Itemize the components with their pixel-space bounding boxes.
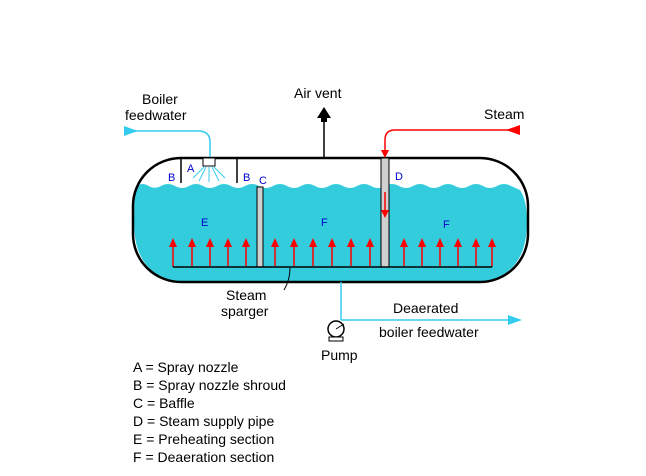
legend-item-c: C = Baffle [133, 395, 195, 411]
water-body [134, 184, 527, 282]
boiler-feedwater-label-line1: Boiler [142, 91, 178, 107]
letter-c: C [259, 175, 267, 187]
legend-item-a: A = Spray nozzle [133, 359, 239, 375]
deaerated-label-line2: boiler feedwater [379, 324, 479, 340]
legend-item-f: F = Deaeration section [133, 449, 274, 465]
steam-arrow [290, 238, 298, 266]
steam-arrow [309, 238, 317, 266]
deaerator-vessel [131, 156, 530, 284]
letter-e: E [201, 217, 208, 229]
outlet-pipe [340, 282, 522, 325]
air-vent [317, 107, 331, 158]
steam-arrow [454, 238, 462, 266]
legend: A = Spray nozzle B = Spray nozzle shroud… [133, 359, 286, 465]
letter-f-right: F [443, 219, 450, 231]
steam-arrow [488, 238, 496, 266]
steam-arrow [224, 238, 232, 266]
steam-arrow [242, 238, 250, 266]
steam-sparger-label-line2: sparger [221, 303, 269, 319]
legend-item-b: B = Spray nozzle shroud [133, 377, 286, 393]
spray-nozzle [192, 157, 226, 182]
steam-arrow [472, 238, 480, 266]
legend-item-d: D = Steam supply pipe [133, 413, 274, 429]
steam-arrow [347, 238, 355, 266]
baffle [256, 186, 264, 268]
boiler-feedwater-label-line2: feedwater [125, 107, 187, 123]
steam-arrow [436, 238, 444, 266]
pump [327, 320, 345, 342]
steam-arrow [188, 238, 196, 266]
steam-supply-flow-arrow [381, 210, 389, 218]
letter-a: A [187, 163, 195, 175]
steam-arrow [328, 238, 336, 266]
steam-arrow [271, 238, 279, 266]
letter-b-right: B [243, 172, 250, 184]
feedwater-inlet-pipe [124, 126, 211, 157]
steam-arrow [418, 238, 426, 266]
steam-arrows [169, 238, 496, 266]
letter-d: D [395, 171, 403, 183]
sparger-leader-line [283, 267, 291, 291]
deaerated-label-line1: Deaerated [393, 300, 458, 316]
air-vent-label: Air vent [294, 85, 342, 101]
steam-inlet-pipe [381, 125, 520, 158]
steam-arrow [206, 238, 214, 266]
letter-f-middle: F [321, 217, 328, 229]
steam-label: Steam [484, 106, 524, 122]
steam-arrow [169, 238, 177, 266]
legend-item-e: E = Preheating section [133, 431, 274, 447]
steam-sparger-label-line1: Steam [226, 287, 266, 303]
pump-label: Pump [321, 347, 358, 363]
letter-b-left: B [168, 172, 175, 184]
steam-arrow [400, 238, 408, 266]
steam-arrow [366, 238, 374, 266]
